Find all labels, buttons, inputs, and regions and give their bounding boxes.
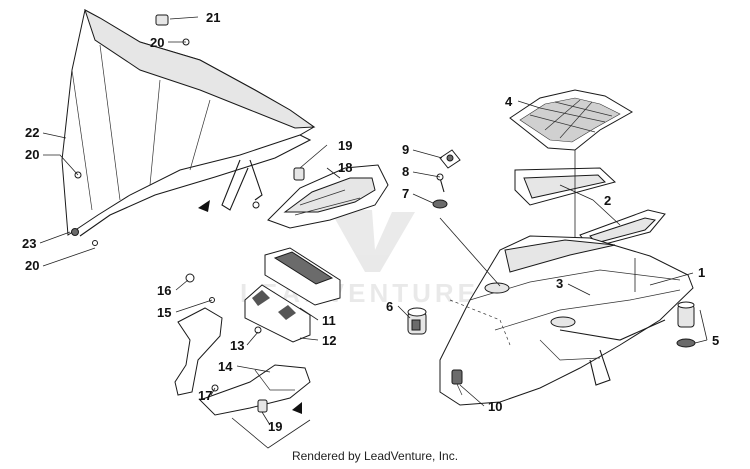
callout-21: 21	[206, 10, 220, 25]
connector-part	[451, 369, 463, 396]
screw-icon	[252, 201, 260, 209]
key-switch-part	[407, 307, 427, 335]
arrow-pointer-icon	[292, 402, 302, 414]
screw-icon	[92, 240, 98, 246]
callout-13: 13	[230, 338, 244, 353]
callout-5: 5	[712, 333, 719, 348]
headlight-housing-part	[244, 247, 341, 343]
callout-10: 10	[488, 399, 502, 414]
callout-23: 23	[22, 236, 36, 251]
callout-18: 18	[338, 160, 352, 175]
callout-11: 11	[322, 313, 336, 328]
well-nut-icon	[155, 14, 169, 26]
leader-lines	[39, 16, 708, 449]
windshield-bracket	[198, 159, 263, 212]
switch-parts	[432, 149, 461, 209]
callout-14: 14	[218, 359, 233, 374]
callout-1: 1	[698, 265, 705, 280]
callout-7: 7	[402, 186, 409, 201]
callout-19: 19	[338, 138, 352, 153]
screw-icon	[254, 326, 262, 334]
callout-19: 19	[268, 419, 282, 434]
callout-12: 12	[322, 333, 336, 348]
plug-cap-part	[676, 301, 696, 348]
callout-2: 2	[604, 193, 611, 208]
well-nut-icon	[293, 167, 305, 181]
callout-3: 3	[556, 276, 563, 291]
callout-8: 8	[402, 164, 409, 179]
callout-6: 6	[386, 299, 393, 314]
headlight-lens-part	[267, 164, 389, 229]
callout-20: 20	[25, 147, 39, 162]
callout-labels: 21 20 22 20 23 20 19 18 9 8 7 4 2 1 3 6 …	[22, 10, 719, 434]
grommet-icon	[432, 199, 448, 209]
storage-net-part	[509, 89, 633, 151]
callout-20: 20	[25, 258, 39, 273]
callout-22: 22	[25, 125, 39, 140]
nut-icon	[71, 228, 79, 236]
callout-17: 17	[198, 388, 212, 403]
trim-panel-part	[514, 167, 666, 249]
watermark-logo-mark	[330, 210, 415, 272]
windshield-part	[61, 8, 316, 237]
callout-9: 9	[402, 142, 409, 157]
footer-credit: Rendered by LeadVenture, Inc.	[291, 449, 459, 463]
callout-4: 4	[505, 94, 513, 109]
callout-15: 15	[157, 305, 171, 320]
hood-part	[439, 235, 694, 406]
callout-20: 20	[150, 35, 164, 50]
arrow-pointer-icon	[198, 200, 210, 212]
well-nut-icon	[257, 399, 268, 413]
callout-16: 16	[157, 283, 171, 298]
mounting-bracket-part	[174, 273, 311, 416]
